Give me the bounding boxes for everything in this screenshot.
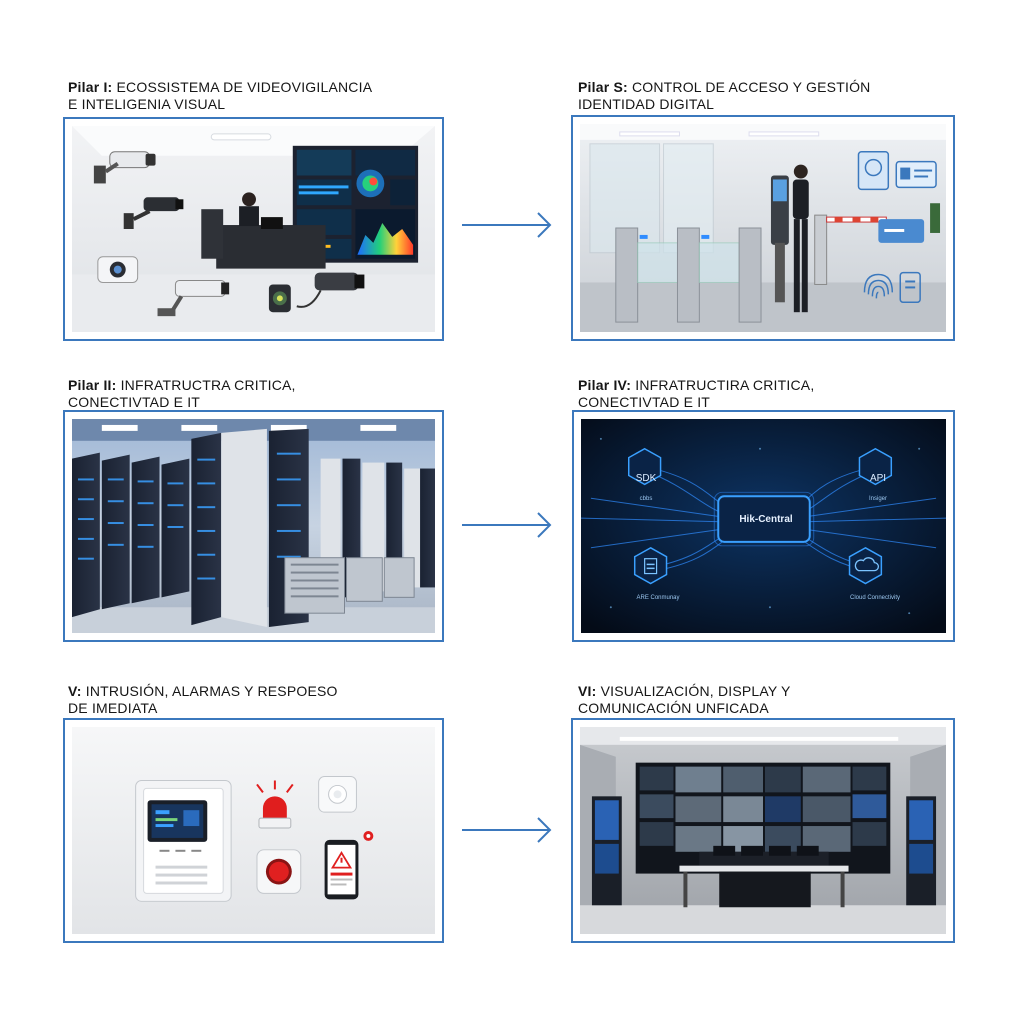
video-surveillance-illustration <box>72 126 435 332</box>
pillar-3-title-line1: INFRATRUCTRA CRITICA, <box>120 377 296 393</box>
sdk-node-label: SDK <box>635 473 657 484</box>
pillar-5-title: V: INTRUSIÓN, ALARMAS Y RESPOESO DE IMED… <box>68 683 338 717</box>
pillar-5-lead: V: <box>68 683 82 699</box>
arrow-right-icon <box>462 212 552 238</box>
pillar-3-lead: Pilar II: <box>68 377 117 393</box>
pillar-4-lead: Pilar IV: <box>578 377 632 393</box>
document-icon <box>644 558 658 575</box>
control-room-illustration <box>580 727 946 934</box>
api-node-label: API <box>869 473 887 484</box>
hub-center-label: Hik-Central <box>739 514 793 525</box>
pillar-1-panel <box>63 117 444 341</box>
pillar-1-title: Pilar I: ECOSSISTEMA DE VIDEOVIGILANCIA … <box>68 79 372 113</box>
id-card-icon <box>895 160 937 189</box>
cloud-icon <box>854 557 880 572</box>
pillar-1-lead: Pilar I: <box>68 79 113 95</box>
panic-button-icon <box>256 849 302 894</box>
pillar-3-title: Pilar II: INFRATRUCTRA CRITICA, CONECTIV… <box>68 377 296 411</box>
pillar-5-title-line2: DE IMEDIATA <box>68 700 158 716</box>
motion-sensor-icon <box>318 776 357 813</box>
pillar-6-title-line2: COMUNICACIÓN UNFICADA <box>578 700 769 716</box>
pillar-4-panel: Hik-Central SDK cbbs API Insiger ARE Con… <box>572 410 955 642</box>
pillar-1-title-line2: E INTELIGENIA VISUAL <box>68 96 226 112</box>
pillar-3-title-line2: CONECTIVTAD E IT <box>68 394 201 410</box>
pillar-4-title-line1: INFRATRUCTIRA CRITICA, <box>635 377 815 393</box>
pillar-5-title-line1: INTRUSIÓN, ALARMAS Y RESPOESO <box>85 683 338 699</box>
fingerprint-icon <box>863 273 894 299</box>
pillar-4-title-line2: CONECTIVTAD E IT <box>578 394 711 410</box>
cctv-camera-icon <box>93 151 156 184</box>
arc-node-caption: ARE Conmunay <box>636 595 680 601</box>
sdk-node-caption: cbbs <box>639 496 653 502</box>
arrow-right-icon <box>462 512 552 538</box>
pillar-4-title: Pilar IV: INFRATRUCTIRA CRITICA, CONECTI… <box>578 377 814 411</box>
pillar-6-panel <box>571 718 955 943</box>
access-control-illustration <box>580 124 946 332</box>
face-id-icon <box>857 150 890 191</box>
arrow-right-icon <box>462 817 552 843</box>
pillar-2-title-line2: IDENTIDAD DIGITAL <box>578 96 715 112</box>
pillar-6-title-line1: VISUALIZACIÓN, DISPLAY Y <box>600 683 791 699</box>
pillar-5-panel <box>63 718 444 943</box>
pillar-2-title-line1: CONTROL DE ACCESO Y GESTIÓN <box>631 79 871 95</box>
pillar-2-lead: Pilar S: <box>578 79 628 95</box>
pillar-6-title: VI: VISUALIZACIÓN, DISPLAY Y COMUNICACIÓ… <box>578 683 791 717</box>
pillar-6-lead: VI: <box>578 683 597 699</box>
pillar-2-panel <box>571 115 955 341</box>
smartphone-alert-icon <box>324 839 359 900</box>
cloud-node-caption: Cloud Connectivity <box>849 595 901 601</box>
api-node-caption: Insiger <box>868 496 887 502</box>
data-center-illustration <box>72 419 435 633</box>
intrusion-alarm-illustration <box>72 727 435 934</box>
pillar-2-title: Pilar S: CONTROL DE ACCESO Y GESTIÓN IDE… <box>578 79 870 113</box>
integration-platform-illustration: Hik-Central SDK cbbs API Insiger ARE Con… <box>581 419 946 633</box>
pillar-3-panel <box>63 410 444 642</box>
pillar-1-title-line1: ECOSSISTEMA DE VIDEOVIGILANCIA <box>116 79 373 95</box>
alarm-siren-icon <box>256 780 294 829</box>
